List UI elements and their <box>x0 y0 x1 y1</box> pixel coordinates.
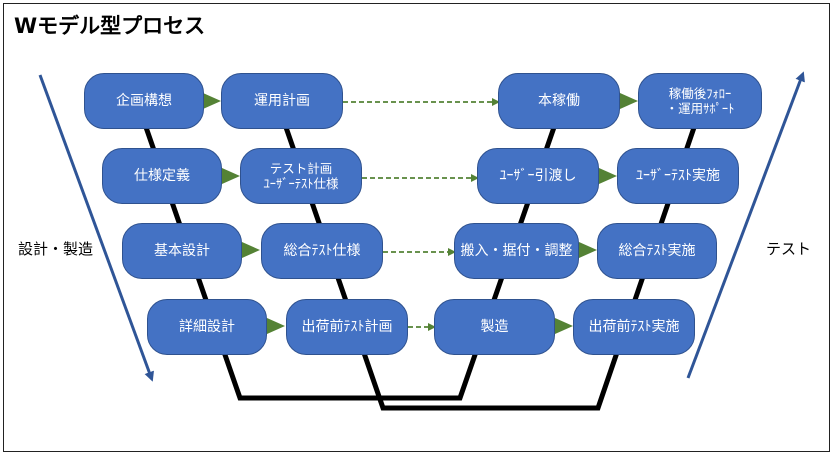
box-line: 稼働後ﾌｫﾛｰ <box>668 86 732 101</box>
box-shousai-sekkei: 詳細設計 <box>147 299 267 355</box>
arrow-kihon-to-sougou <box>242 242 260 258</box>
box-line: ・運用ｻﾎﾟｰﾄ <box>665 101 735 116</box>
arrow-honkadou-to-follow <box>620 93 638 109</box>
box-sougou-test-shiyou: 総合ﾃｽﾄ仕様 <box>261 223 383 279</box>
box-user-test-jisshi: ﾕｰｻﾞｰﾃｽﾄ実施 <box>617 148 739 204</box>
box-shukka-mae-test-keikaku: 出荷前ﾃｽﾄ計画 <box>286 299 408 355</box>
box-line: 仕様定義 <box>134 167 190 184</box>
box-sougou-test-jisshi: 総合ﾃｽﾄ実施 <box>597 223 717 279</box>
box-line: 運用計画 <box>254 92 310 109</box>
box-seizou: 製造 <box>434 299 555 355</box>
arrow-hikiwatashi-to-usertest <box>599 168 617 184</box>
box-shukka-mae-test-jisshi: 出荷前ﾃｽﾄ実施 <box>573 299 695 355</box>
box-kihon-sekkei: 基本設計 <box>122 223 242 279</box>
arrow-shiyou-to-testkeikaku <box>222 168 240 184</box>
box-line: ﾕｰｻﾞｰﾃｽﾄ実施 <box>636 167 720 184</box>
box-line: 出荷前ﾃｽﾄ実施 <box>588 318 680 335</box>
box-hannyu-suetsuke-chousei: 搬入・据付・調整 <box>454 223 579 279</box>
box-kikaku-kousou: 企画構想 <box>84 73 204 129</box>
box-line: ﾕｰｻﾞｰﾃｽﾄ仕様 <box>263 176 339 191</box>
box-line: 基本設計 <box>154 242 210 259</box>
box-line: テスト計画 <box>269 161 333 176</box>
box-line: 製造 <box>480 318 509 335</box>
box-line: 企画構想 <box>116 92 172 109</box>
box-line: 搬入・据付・調整 <box>460 242 573 259</box>
box-line: 総合ﾃｽﾄ仕様 <box>283 242 361 259</box>
test-label: テスト <box>766 240 812 258</box>
box-line: 出荷前ﾃｽﾄ計画 <box>301 318 393 335</box>
box-line: 詳細設計 <box>179 318 235 335</box>
design-direction-arrow <box>38 74 154 382</box>
box-line: 本稼働 <box>538 92 580 109</box>
arrow-seizou-to-shukkajisshi <box>555 318 573 334</box>
box-test-keikaku: テスト計画 ﾕｰｻﾞｰﾃｽﾄ仕様 <box>240 148 362 204</box>
box-follow-support: 稼働後ﾌｫﾛｰ ・運用ｻﾎﾟｰﾄ <box>638 73 762 129</box>
box-honkadou: 本稼働 <box>498 73 620 129</box>
arrow-kikaku-to-unyou <box>203 93 221 109</box>
test-direction-arrow <box>686 71 805 379</box>
box-user-hikiwatashi: ﾕｰｻﾞｰ引渡し <box>477 148 599 204</box>
diagram-title: Wモデル型プロセス <box>14 14 206 38</box>
arrow-shousai-to-shukka <box>267 318 285 334</box>
box-shiyou-teigi: 仕様定義 <box>102 148 222 204</box>
box-unyou-keikaku: 運用計画 <box>221 73 343 129</box>
box-line: ﾕｰｻﾞｰ引渡し <box>499 167 577 184</box>
design-manufacture-label: 設計・製造 <box>18 240 94 258</box>
arrow-hannyu-to-sougoujisshi <box>579 242 597 258</box>
box-line: 総合ﾃｽﾄ実施 <box>618 242 696 259</box>
